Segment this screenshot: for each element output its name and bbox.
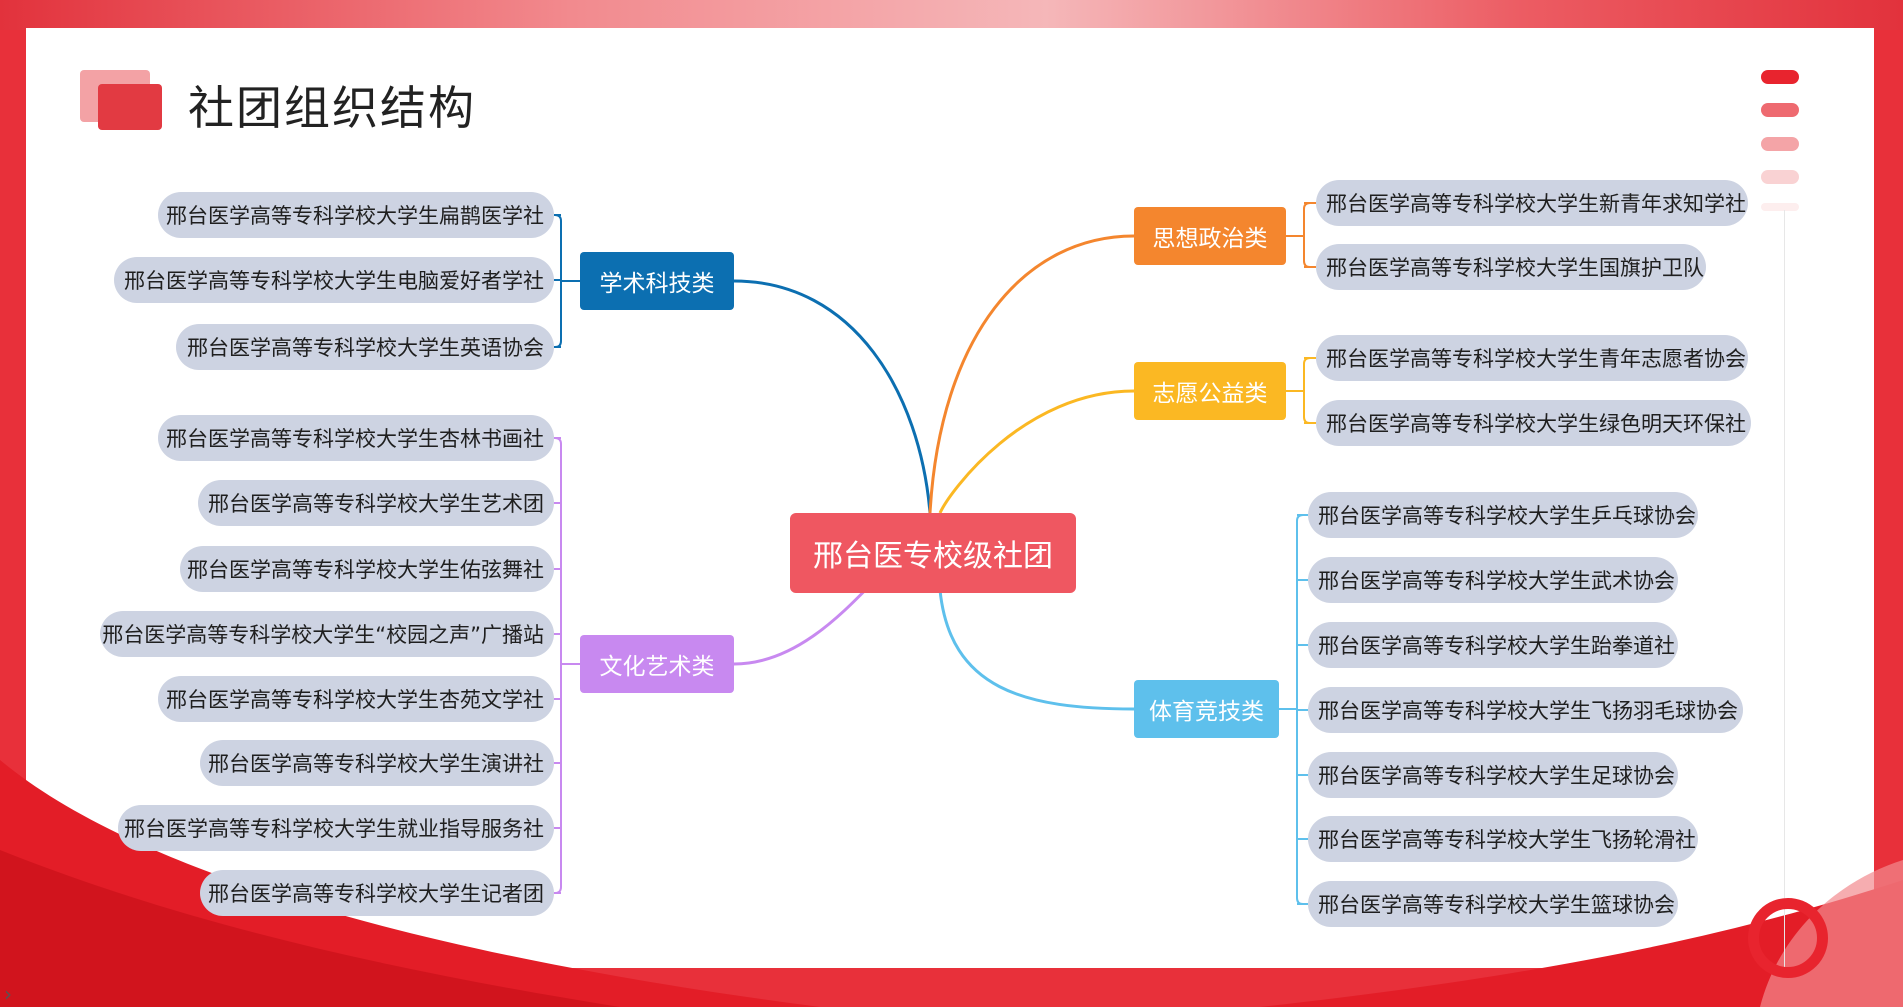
connector-center-3	[938, 389, 1135, 514]
leaf-node: 邢台医学高等专科学校大学生足球协会	[1308, 752, 1678, 798]
leaf-node: 邢台医学高等专科学校大学生新青年求知学社	[1316, 180, 1748, 226]
leaf-node: 邢台医学高等专科学校大学生国旗护卫队	[1316, 244, 1706, 290]
leaf-node: 邢台医学高等专科学校大学生艺术团	[198, 480, 554, 526]
category-node-2: 思想政治类	[1134, 207, 1286, 265]
leaf-node: 邢台医学高等专科学校大学生杏林书画社	[158, 415, 554, 461]
category-node-1: 文化艺术类	[580, 635, 734, 693]
divider-line	[1784, 210, 1785, 970]
pager-dot-3[interactable]	[1761, 137, 1799, 151]
leaf-node: 邢台医学高等专科学校大学生记者团	[200, 870, 554, 916]
leaf-node: 邢台医学高等专科学校大学生绿色明天环保社	[1316, 400, 1751, 446]
connector-center-0	[733, 279, 932, 514]
pager-dot-5[interactable]	[1761, 203, 1799, 211]
category-node-3: 志愿公益类	[1134, 362, 1286, 420]
leaf-node: 邢台医学高等专科学校大学生电脑爱好者学社	[114, 257, 554, 303]
center-node: 邢台医专校级社团	[790, 513, 1076, 593]
pager-dot-2[interactable]	[1761, 103, 1799, 117]
connector-center-2	[928, 234, 1135, 514]
slide-nav-arrow[interactable]: ›	[4, 982, 12, 1006]
leaf-node: 邢台医学高等专科学校大学生佑弦舞社	[180, 546, 554, 592]
leaf-node: 邢台医学高等专科学校大学生就业指导服务社	[118, 805, 554, 851]
top-banner	[0, 0, 1903, 30]
page-title: 社团组织结构	[188, 81, 476, 135]
title-decoration-front	[98, 84, 162, 130]
leaf-node: 邢台医学高等专科学校大学生飞扬羽毛球协会	[1308, 687, 1743, 733]
category-node-4: 体育竞技类	[1134, 680, 1279, 738]
leaf-node: 邢台医学高等专科学校大学生武术协会	[1308, 557, 1678, 603]
leaf-node: 邢台医学高等专科学校大学生杏苑文学社	[158, 676, 554, 722]
leaf-node: 邢台医学高等专科学校大学生篮球协会	[1308, 881, 1678, 927]
leaf-node: 邢台医学高等专科学校大学生英语协会	[176, 324, 554, 370]
leaf-node: 邢台医学高等专科学校大学生飞扬轮滑社	[1308, 816, 1698, 862]
leaf-node: 邢台医学高等专科学校大学生乒乓球协会	[1308, 492, 1698, 538]
leaf-node: 邢台医学高等专科学校大学生青年志愿者协会	[1316, 335, 1748, 381]
connector-center-4	[938, 589, 1135, 711]
leaf-node: 邢台医学高等专科学校大学生跆拳道社	[1308, 622, 1678, 668]
bracket-1	[554, 437, 562, 894]
leaf-node: 邢台医学高等专科学校大学生“校园之声”广播站	[100, 611, 554, 657]
pager-dot-1[interactable]	[1761, 70, 1799, 84]
leaf-node: 邢台医学高等专科学校大学生扁鹊医学社	[158, 192, 554, 238]
ring-decoration	[1748, 898, 1828, 978]
bracket-3	[1303, 357, 1311, 424]
leaf-node: 邢台医学高等专科学校大学生演讲社	[200, 740, 554, 786]
bracket-2	[1303, 202, 1311, 268]
pager-dot-4[interactable]	[1761, 170, 1799, 184]
category-node-0: 学术科技类	[580, 252, 734, 310]
